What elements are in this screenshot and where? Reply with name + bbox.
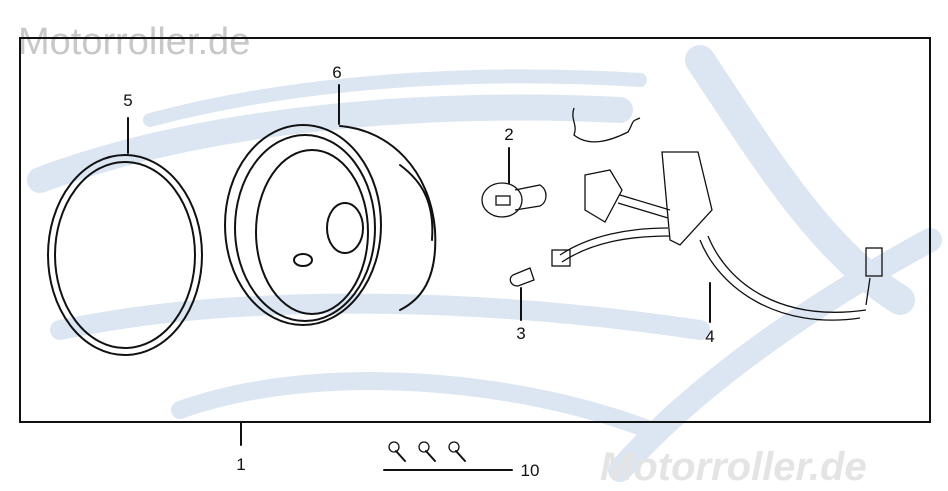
callout-6: 6	[332, 63, 341, 82]
diagram-frame	[19, 37, 931, 423]
part-5-rim-ring[interactable]	[47, 154, 203, 356]
part-4-socket-harness[interactable]	[551, 107, 883, 321]
callout-2: 2	[504, 125, 513, 144]
part-6-headlight-housing[interactable]	[224, 124, 437, 326]
callout-4: 4	[705, 327, 714, 346]
callout-3: 3	[516, 324, 525, 343]
watermark-text-top: Motorroller.de	[18, 21, 250, 63]
callout-1: 1	[236, 455, 245, 474]
watermark-logo	[27, 45, 942, 482]
callout-5: 5	[123, 91, 132, 110]
part-2-headlight-bulb[interactable]	[481, 182, 547, 218]
callout-10: 10	[521, 461, 540, 480]
watermark-text-bottom: Motorroller.de	[600, 445, 867, 489]
part-10-screws[interactable]	[388, 441, 466, 462]
part-3-position-bulb[interactable]	[509, 267, 535, 287]
leader-lines	[127, 84, 711, 471]
